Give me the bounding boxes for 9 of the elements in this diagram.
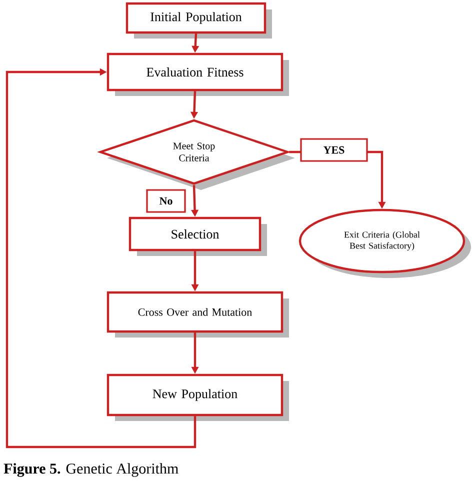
edge-label: No bbox=[146, 189, 186, 213]
process-box: New Population bbox=[106, 374, 289, 421]
arrow bbox=[6, 68, 196, 448]
process-box: Selection bbox=[128, 216, 267, 256]
process-box: Cross Over and Mutation bbox=[106, 291, 289, 338]
process-box: Evaluation Fitness bbox=[106, 52, 289, 96]
caption: Figure 5. Genetic Algorithm bbox=[4, 463, 178, 477]
edge-label: YES bbox=[300, 138, 368, 162]
process-box: Initial Population bbox=[126, 2, 272, 38]
